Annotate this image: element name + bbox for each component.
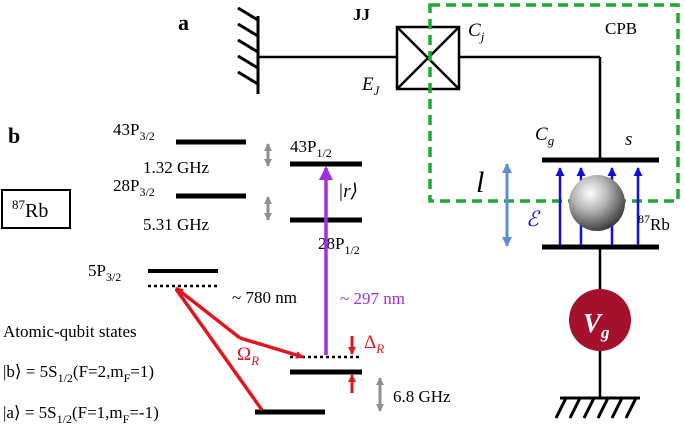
vg-label: Vg — [583, 308, 610, 342]
gray-double-arrows — [264, 143, 384, 412]
josephson-junction-icon — [395, 25, 461, 91]
label-43p12: 43P1/2 — [290, 137, 332, 160]
label-delta: ΔR — [364, 332, 384, 356]
panel-a-label: a — [178, 10, 189, 35]
circuit-wire — [258, 55, 602, 398]
cj-label: Cj — [468, 20, 485, 44]
label-780nm: ~ 780 nm — [232, 288, 297, 307]
splitting-hf: 6.8 GHz — [393, 387, 451, 406]
cpb-dashed-box — [428, 3, 680, 203]
s-label: s — [625, 129, 632, 150]
ground-bottom-icon — [554, 396, 640, 419]
l-label: l — [476, 166, 484, 199]
rb-box — [1, 189, 71, 229]
arrow-780-up — [174, 286, 242, 340]
label-43p32: 43P3/2 — [113, 120, 155, 143]
jj-label: JJ — [353, 5, 371, 24]
cpb-label: CPB — [605, 19, 637, 38]
label-5p32: 5P3/2 — [88, 261, 121, 284]
arrow-780-down — [239, 336, 304, 359]
arrow-omega — [174, 287, 264, 412]
rb-box-label: 87Rb — [12, 197, 48, 222]
label-omega: ΩR — [237, 344, 259, 368]
ground-left-icon — [237, 6, 260, 94]
splitting-1: 1.32 GHz — [143, 158, 210, 177]
red-transitions — [174, 286, 304, 412]
voltage-source-icon — [569, 289, 631, 351]
panel-b-label: b — [8, 123, 20, 148]
ej-label: EJ — [361, 74, 381, 98]
field-label: ℰ — [526, 207, 541, 231]
rb-atom-sphere-icon — [569, 175, 625, 231]
label-297nm: ~ 297 nm — [340, 289, 405, 308]
qubit-title: Atomic-qubit states — [3, 322, 137, 341]
state-b: |b⟩ = 5S1/2(F=2,mF=1) — [3, 362, 154, 385]
cg-label: Cg — [535, 124, 555, 148]
rb-atom-label: 87Rb — [638, 212, 670, 234]
state-a: |a⟩ = 5S1/2(F=1,mF=-1) — [3, 403, 159, 426]
label-28p32: 28P3/2 — [113, 176, 155, 199]
label-r-state: |r⟩ — [338, 181, 358, 202]
splitting-2: 5.31 GHz — [143, 215, 210, 234]
